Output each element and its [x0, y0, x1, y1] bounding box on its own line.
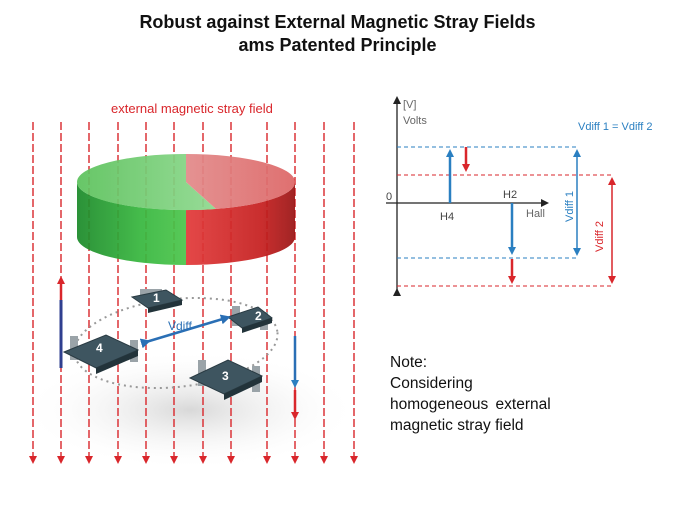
y-axis-label: Volts: [403, 115, 427, 127]
note-line-3: magnetic stray field: [390, 417, 524, 434]
sensor-1: 1: [130, 289, 184, 313]
h2-label: H2: [503, 189, 517, 201]
note-heading: Note:: [390, 354, 428, 371]
vdiff1-label: Vdiff 1: [564, 191, 576, 222]
sensor-2: 2: [226, 306, 274, 333]
sensor-1-label: 1: [153, 291, 160, 305]
stray-field-illustration: external magnetic stray field: [20, 101, 360, 470]
origin-label: 0: [386, 191, 392, 203]
y-unit-label: [V]: [403, 99, 416, 111]
sensor-2-label: 2: [255, 309, 262, 323]
x-axis-label: Hall: [526, 208, 545, 220]
sensor-4: 4: [62, 334, 140, 374]
equation-label: Vdiff 1 = Vdiff 2: [578, 121, 653, 133]
field-label: external magnetic stray field: [111, 101, 273, 116]
magnet-side-green: [77, 182, 186, 265]
magnet-side-red: [186, 182, 295, 265]
magnet-top-green: [76, 154, 216, 211]
voltage-graph: [V] Volts 0 Hall H4 H2 Vdiff 1 = Vdiff 2…: [386, 96, 653, 296]
magnet-top-red: [186, 154, 296, 209]
vdiff2-label: Vdiff 2: [594, 221, 606, 252]
note-line-2: homogeneous external: [390, 396, 551, 413]
magnet-disc: [76, 154, 296, 265]
floor-shadow: [20, 350, 360, 470]
slide-title-line1: Robust against External Magnetic Stray F…: [139, 12, 536, 32]
sensor-4-label: 4: [96, 341, 103, 355]
vdiff-double-arrow: [139, 314, 231, 349]
vdiff-arrow: Vdiff: [139, 314, 231, 349]
slide-title-line2: ams Patented Principle: [238, 35, 437, 55]
sensor-3-label: 3: [222, 369, 229, 383]
sensor-ring: [73, 296, 279, 390]
vdiff-label: Vdiff: [168, 319, 192, 333]
h4-label: H4: [440, 211, 454, 223]
note-line-1: Considering: [390, 375, 473, 392]
sensor-3: 3: [188, 359, 264, 400]
